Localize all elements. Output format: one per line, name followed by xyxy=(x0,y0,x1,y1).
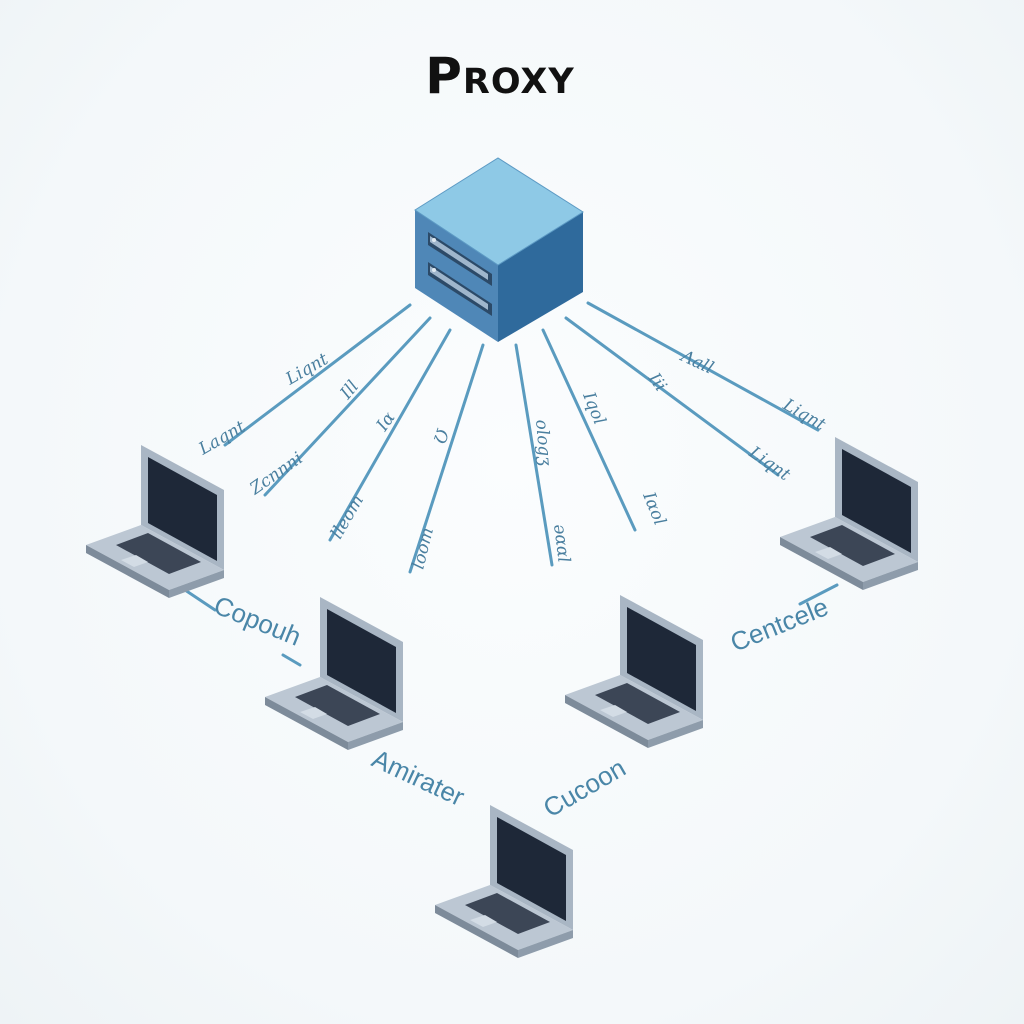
connection-line xyxy=(328,328,452,542)
diagram-title: Proxy xyxy=(425,47,574,105)
connection-line xyxy=(408,343,485,574)
connection-label: Liqnt xyxy=(779,395,829,436)
laptop-label-copouh: Copouh xyxy=(210,590,306,652)
connection-label: Ʌall xyxy=(676,346,716,379)
connection-lines xyxy=(223,301,820,574)
laptop-connector-lines xyxy=(183,583,839,667)
laptop-icon[interactable] xyxy=(780,437,918,590)
connection-label: ǝɑɑl xyxy=(549,523,574,564)
connection-label: Iɑol xyxy=(638,488,670,528)
server-rack-slots xyxy=(428,232,492,316)
connection-label: Ill xyxy=(336,377,363,404)
laptop-icon[interactable] xyxy=(86,445,224,598)
laptop-icon[interactable] xyxy=(265,597,403,750)
connection-label: lleom xyxy=(327,492,368,543)
connection-label: Laqnt xyxy=(195,417,249,460)
laptop-label-cucoon: Cucoon xyxy=(538,752,631,823)
laptop-icon[interactable] xyxy=(565,595,703,748)
laptop-icon[interactable] xyxy=(435,805,573,958)
connection-line xyxy=(514,343,554,567)
connection-line xyxy=(586,301,820,432)
connection-line xyxy=(564,316,780,477)
server-cube-icon xyxy=(414,157,584,342)
connection-label: ologʒ xyxy=(531,419,555,467)
connection-line xyxy=(223,303,412,447)
connection-label: loom xyxy=(408,526,438,572)
connection-line xyxy=(798,583,839,606)
connection-label: Iɑ xyxy=(372,408,400,436)
connection-label: Liqnt xyxy=(744,442,794,485)
connection-labels: Liqnt Laqnt Zcnnni Ill Iɑ lleom Ʊ loom o… xyxy=(195,346,829,572)
connection-line xyxy=(263,316,432,497)
connection-line xyxy=(183,588,217,612)
laptop-label-amirater: Amirater xyxy=(367,743,469,812)
connection-line xyxy=(281,653,302,667)
connection-line xyxy=(541,328,637,532)
connection-label: Zcnnni xyxy=(246,449,307,500)
laptop-label-centcele: Centcele xyxy=(726,591,832,657)
connection-label: Iqol xyxy=(578,388,609,427)
